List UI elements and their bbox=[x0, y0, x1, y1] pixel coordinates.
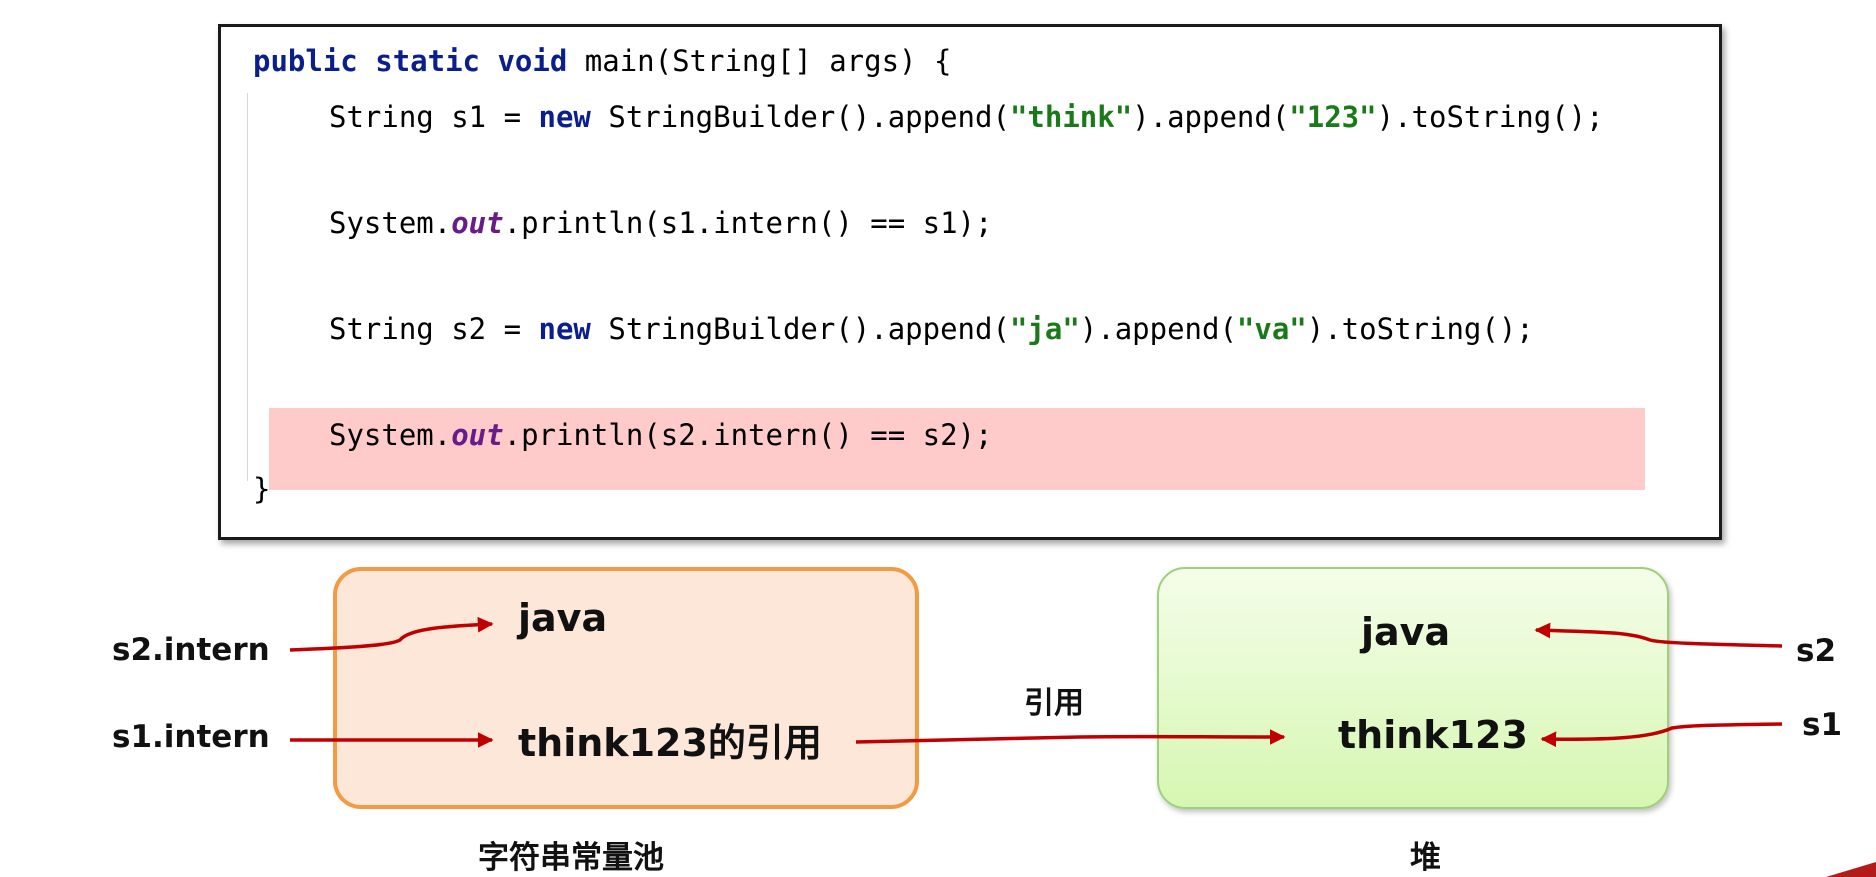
pool-item-think123-reference: think123的引用 bbox=[518, 721, 822, 765]
main-signature: main(String[] args) { bbox=[567, 44, 952, 78]
keyword-new: new bbox=[538, 100, 591, 134]
corner-decoration bbox=[1826, 862, 1876, 877]
field-out: out bbox=[451, 206, 504, 240]
code-text: String s1 = bbox=[329, 100, 539, 134]
pool-item-java: java bbox=[518, 596, 608, 640]
code-line-5: System.out.println(s2.intern() == s2); bbox=[329, 417, 992, 453]
keyword-public: public bbox=[253, 44, 358, 78]
code-text: System. bbox=[329, 206, 452, 240]
heap-item-java: java bbox=[1361, 610, 1451, 654]
string-literal: "va" bbox=[1236, 312, 1307, 346]
label-s1-intern: s1.intern bbox=[112, 719, 270, 755]
arrow-s1-to-heap-think123 bbox=[1540, 722, 1783, 748]
indent-guide bbox=[247, 93, 248, 481]
label-s2-intern: s2.intern bbox=[112, 632, 270, 668]
code-text: ).toString(); bbox=[1306, 312, 1534, 346]
keyword-static: static bbox=[375, 44, 480, 78]
code-line-3: System.out.println(s1.intern() == s1); bbox=[329, 205, 992, 241]
arrow-s2-intern-to-pool-java bbox=[289, 616, 494, 652]
reference-label: 引用 bbox=[1024, 686, 1084, 721]
arrow-s2-to-heap-java bbox=[1534, 622, 1783, 648]
code-text: StringBuilder().append( bbox=[590, 312, 1010, 346]
arrow-reference-to-heap-think123 bbox=[855, 729, 1286, 745]
code-text: String s2 = bbox=[329, 312, 539, 346]
code-text: System. bbox=[329, 418, 452, 452]
string-literal: "ja" bbox=[1009, 312, 1080, 346]
heap-caption: 堆 bbox=[1410, 840, 1441, 876]
pool-caption: 字符串常量池 bbox=[478, 840, 664, 876]
code-text: StringBuilder().append( bbox=[590, 100, 1010, 134]
string-literal: "123" bbox=[1289, 100, 1377, 134]
code-text: ).append( bbox=[1079, 312, 1237, 346]
code-text: .println(s1.intern() == s1); bbox=[503, 206, 993, 240]
keyword-new: new bbox=[538, 312, 591, 346]
label-s2: s2 bbox=[1796, 633, 1837, 669]
highlighted-line bbox=[269, 408, 1645, 490]
string-literal: "think" bbox=[1009, 100, 1133, 134]
heap-box bbox=[1157, 567, 1669, 809]
code-line-2: String s1 = new StringBuilder().append("… bbox=[329, 99, 1604, 135]
code-line-1: public static void main(String[] args) { bbox=[253, 43, 951, 79]
string-constant-pool-box bbox=[333, 567, 919, 809]
keyword-void: void bbox=[497, 44, 568, 78]
code-line-4: String s2 = new StringBuilder().append("… bbox=[329, 311, 1534, 347]
field-out: out bbox=[451, 418, 504, 452]
heap-item-think123: think123 bbox=[1338, 713, 1528, 757]
code-text: ).toString(); bbox=[1376, 100, 1604, 134]
code-text: .println(s2.intern() == s2); bbox=[503, 418, 993, 452]
code-text: ).append( bbox=[1132, 100, 1290, 134]
code-line-6: } bbox=[253, 472, 271, 506]
code-panel: public static void main(String[] args) {… bbox=[218, 24, 1722, 540]
label-s1: s1 bbox=[1802, 707, 1843, 743]
